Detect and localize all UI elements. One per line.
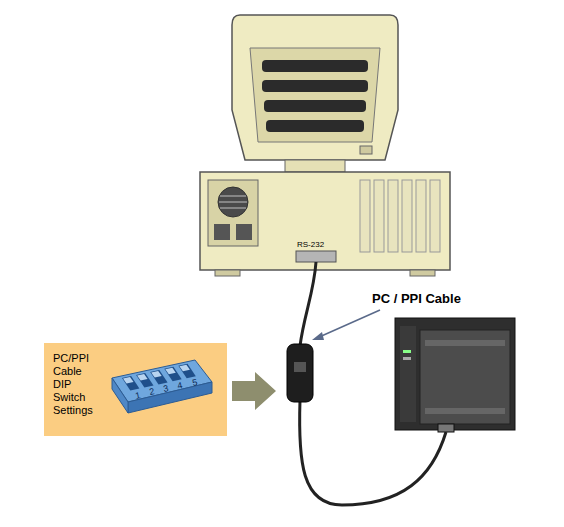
port-label: RS-232 — [297, 241, 324, 249]
expansion-slot — [360, 180, 370, 252]
power-socket — [214, 224, 230, 240]
vent-slot — [262, 80, 368, 92]
case-foot — [410, 270, 435, 276]
slot — [178, 364, 195, 379]
slot — [164, 367, 181, 382]
plc — [395, 318, 515, 432]
dip-slot — [122, 376, 139, 391]
fan — [218, 187, 248, 217]
status-led — [403, 350, 411, 353]
plc-front — [420, 330, 510, 424]
cable-upper — [300, 262, 316, 346]
cable-converter — [287, 344, 313, 402]
knob — [179, 365, 190, 372]
slot — [150, 370, 167, 385]
leader-line — [317, 310, 380, 338]
monitor-stand — [285, 160, 345, 172]
slot — [136, 373, 153, 388]
power-socket — [236, 224, 252, 240]
monitor — [232, 15, 398, 172]
expansion-slot — [402, 180, 412, 252]
dip-slot — [136, 373, 153, 388]
expansion-slot — [430, 180, 440, 252]
expansion-slot — [374, 180, 384, 252]
expansion-slot — [388, 180, 398, 252]
monitor-button — [360, 146, 372, 154]
vent-slot — [262, 60, 368, 72]
knob — [137, 374, 148, 381]
dip-slot — [150, 370, 167, 385]
converter-switch — [294, 362, 306, 372]
serial-port — [296, 251, 336, 262]
knob — [165, 368, 176, 375]
vent-slot — [264, 100, 366, 112]
dip-slot — [164, 367, 181, 382]
status-led — [403, 357, 411, 360]
pc-case — [200, 172, 450, 276]
dip-slot — [178, 364, 195, 379]
fan-grille — [219, 196, 247, 208]
power-supply — [208, 180, 258, 246]
case-body — [200, 172, 450, 270]
monitor-back — [250, 48, 380, 142]
terminal-strip — [425, 408, 505, 414]
case-foot — [215, 270, 240, 276]
slot — [122, 376, 139, 391]
plc-body — [395, 318, 515, 430]
vent-slot — [266, 120, 364, 132]
leader-arrowhead — [312, 332, 324, 340]
monitor-body — [232, 15, 398, 160]
terminal-strip — [425, 340, 505, 346]
cable-label: PC / PPI Cable — [372, 292, 461, 305]
pointer-arrow — [232, 372, 276, 410]
plc-side — [400, 326, 416, 422]
expansion-slot — [416, 180, 426, 252]
plc-port — [438, 424, 454, 432]
knob — [123, 377, 134, 384]
knob — [151, 371, 162, 378]
box-text: PC/PPI Cable DIP Switch Settings — [53, 352, 101, 417]
